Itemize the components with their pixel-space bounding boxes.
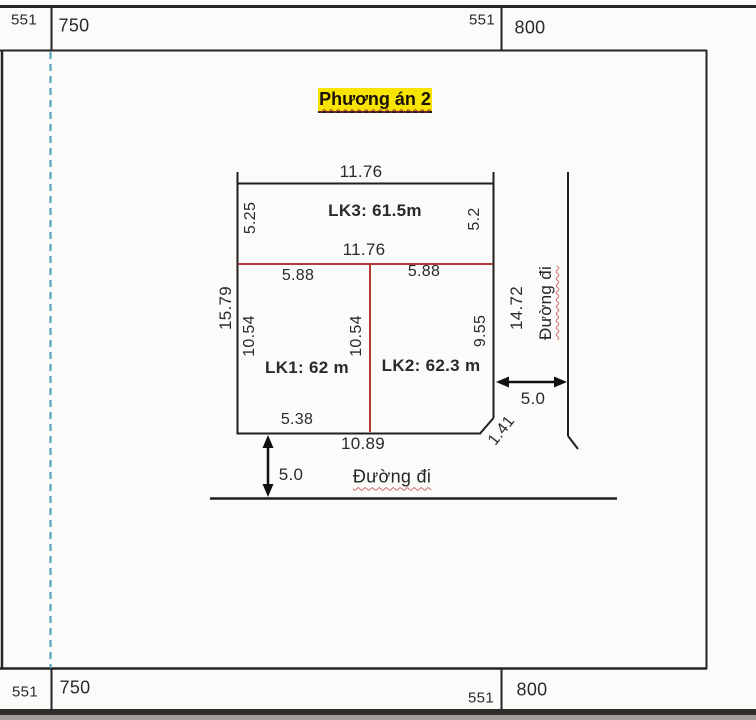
grid-label-top-right-big: 800	[514, 17, 546, 38]
plot-chamfer-edge	[479, 417, 495, 434]
dim-mid-width: 11.76	[342, 240, 386, 259]
grid-label-top-left-small: 551	[11, 11, 37, 29]
road-label-right: Đường đi	[536, 265, 555, 341]
road-right-line-flick	[567, 435, 579, 450]
bottom-road-arrow-head-down	[262, 484, 274, 497]
grid-label-bottom-right-small: 551	[468, 689, 494, 707]
grid-label-bottom-right-big: 800	[516, 679, 548, 700]
grid-label-bottom-left-big: 750	[59, 677, 91, 698]
lot-label-lk1: LK1: 62 m	[265, 358, 349, 377]
dim-lk3-right-depth: 5.2	[466, 207, 483, 231]
dim-top-width: 11.76	[339, 162, 383, 181]
plan-title: Phương án 2	[318, 89, 432, 113]
dim-bottom-width: 10.89	[340, 434, 386, 453]
dim-lk1-back: 5.38	[280, 411, 314, 428]
dim-lk1-front: 5.88	[281, 267, 315, 284]
grid-label-top-right-small: 551	[469, 11, 495, 29]
dim-lk3-left-depth: 5.25	[242, 201, 259, 235]
dim-right-total-depth: 14.72	[507, 285, 526, 331]
lot-label-lk3: LK3: 61.5m	[328, 201, 422, 220]
plan-title-highlight: Phương án 2	[318, 88, 432, 113]
grid-label-bottom-left-small: 551	[12, 683, 38, 701]
dim-bottom-road-width: 5.0	[278, 465, 304, 484]
lot-label-lk2: LK2: 62.3 m	[381, 356, 481, 375]
dim-lk2-front: 5.88	[407, 263, 441, 280]
road-label-bottom: Đường đi	[352, 466, 432, 487]
bottom-road-arrow-head-up	[262, 435, 274, 448]
right-road-arrow-head-left	[496, 376, 509, 388]
dim-lk2-right-depth: 9.55	[472, 314, 489, 348]
dim-lk1-right-depth: 10.54	[348, 315, 365, 357]
right-road-arrow-head-right	[554, 376, 567, 388]
sheet-bottom-dark-band	[0, 709, 756, 715]
dim-lk1-left-depth: 10.54	[241, 315, 258, 357]
sheet-bottom-gray-band	[0, 715, 756, 720]
dim-left-total-depth: 15.79	[216, 285, 235, 331]
dim-right-road-width: 5.0	[520, 389, 546, 408]
grid-label-top-left-big: 750	[58, 15, 90, 36]
